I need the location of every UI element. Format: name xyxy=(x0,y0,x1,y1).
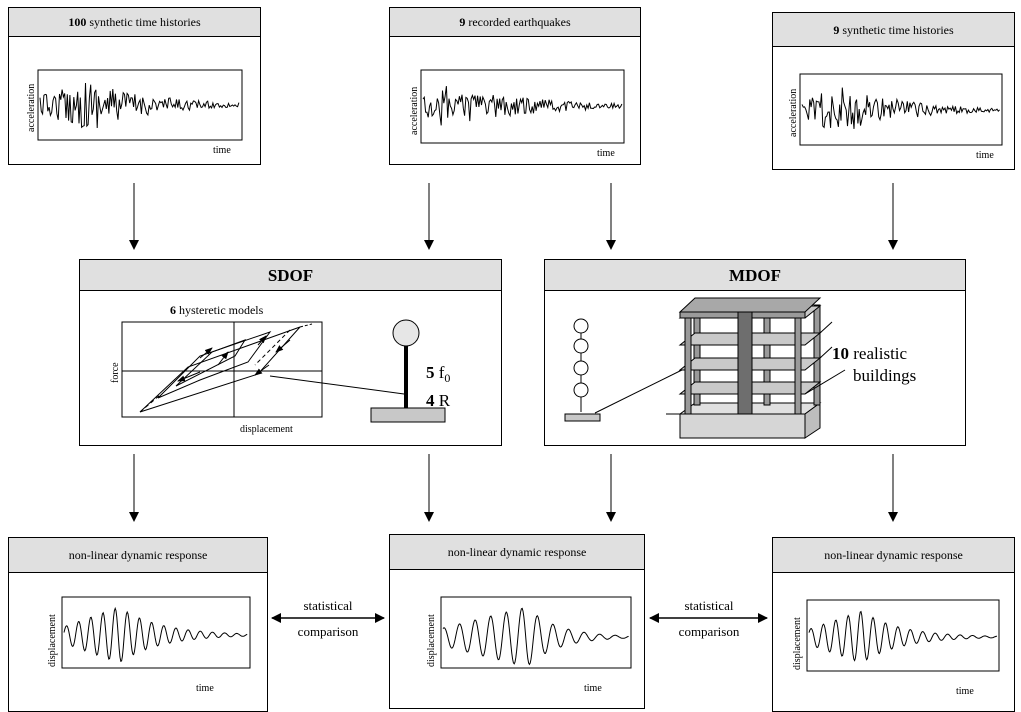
hysteresis-frame xyxy=(121,321,323,418)
output-header: non-linear dynamic response xyxy=(390,535,644,570)
accel-xlabel: time xyxy=(976,150,994,161)
displacement-plot-frame xyxy=(61,596,251,669)
comparison-label: statistical xyxy=(303,598,352,613)
input-header: 9 synthetic time histories xyxy=(773,13,1014,47)
displacement-ylabel: displacement xyxy=(426,614,437,667)
output-box-right: non-linear dynamic response xyxy=(772,537,1015,712)
hysteretic-label: 6 hysteretic models xyxy=(170,303,264,317)
hysteresis-direction-arrows xyxy=(177,335,291,382)
displacement-ylabel: displacement xyxy=(47,614,58,667)
stick-model-mass xyxy=(573,360,589,376)
displacement-trace xyxy=(808,610,998,662)
stick-model-mass xyxy=(573,338,589,354)
displacement-ylabel: displacement xyxy=(792,617,803,670)
displacement-trace xyxy=(442,607,629,666)
displacement-plot-frame xyxy=(440,596,632,669)
displacement-trace xyxy=(63,606,248,663)
input-box-synthetic-9: 9 synthetic time histories xyxy=(772,12,1015,170)
accel-trace xyxy=(801,87,1000,129)
accel-xlabel: time xyxy=(597,148,615,159)
accel-plot-frame xyxy=(799,73,1003,146)
accel-trace xyxy=(422,86,623,126)
oscillator-base xyxy=(370,407,446,423)
output-box-middle: non-linear dynamic response xyxy=(389,534,645,709)
input-box-synthetic-100: 100 synthetic time histories xyxy=(8,7,261,165)
displacement-xlabel: time xyxy=(196,683,214,694)
accel-ylabel: acceleration xyxy=(409,87,420,135)
input-box-recorded: 9 recorded earthquakes xyxy=(389,7,641,165)
r-label: 4 R xyxy=(426,391,451,410)
output-header: non-linear dynamic response xyxy=(9,538,267,573)
input-header: 100 synthetic time histories xyxy=(9,8,260,37)
mdof-title: MDOF xyxy=(545,260,965,291)
stick-model-mass xyxy=(573,318,589,334)
displacement-label: displacement xyxy=(240,424,293,435)
displacement-plot-frame xyxy=(806,599,1000,672)
stick-model-mass xyxy=(573,382,589,398)
model-connector xyxy=(594,365,691,414)
mdof-box: MDOF xyxy=(544,259,966,446)
oscillator-mass xyxy=(392,319,420,347)
hysteresis-loops xyxy=(139,323,313,413)
accel-xlabel: time xyxy=(213,145,231,156)
f0-label: 5 f0 xyxy=(426,363,450,385)
input-header: 9 recorded earthquakes xyxy=(390,8,640,37)
accel-plot-frame xyxy=(37,69,243,141)
comparison-label: comparison xyxy=(298,624,359,639)
force-label: force xyxy=(110,362,121,383)
displacement-xlabel: time xyxy=(584,683,602,694)
accel-ylabel: acceleration xyxy=(788,89,799,137)
buildings-label: 10 realistic xyxy=(832,344,908,363)
comparison-label: statistical xyxy=(684,598,733,613)
building-illustration xyxy=(666,297,846,439)
sdof-title: SDOF xyxy=(80,260,501,291)
buildings-label: buildings xyxy=(853,366,916,385)
accel-trace xyxy=(39,82,240,129)
model-connector xyxy=(269,375,405,395)
accel-ylabel: acceleration xyxy=(26,84,37,132)
comparison-label: comparison xyxy=(679,624,740,639)
accel-plot-frame xyxy=(420,69,625,144)
stick-model-base xyxy=(564,413,601,422)
displacement-xlabel: time xyxy=(956,686,974,697)
output-header: non-linear dynamic response xyxy=(773,538,1014,573)
